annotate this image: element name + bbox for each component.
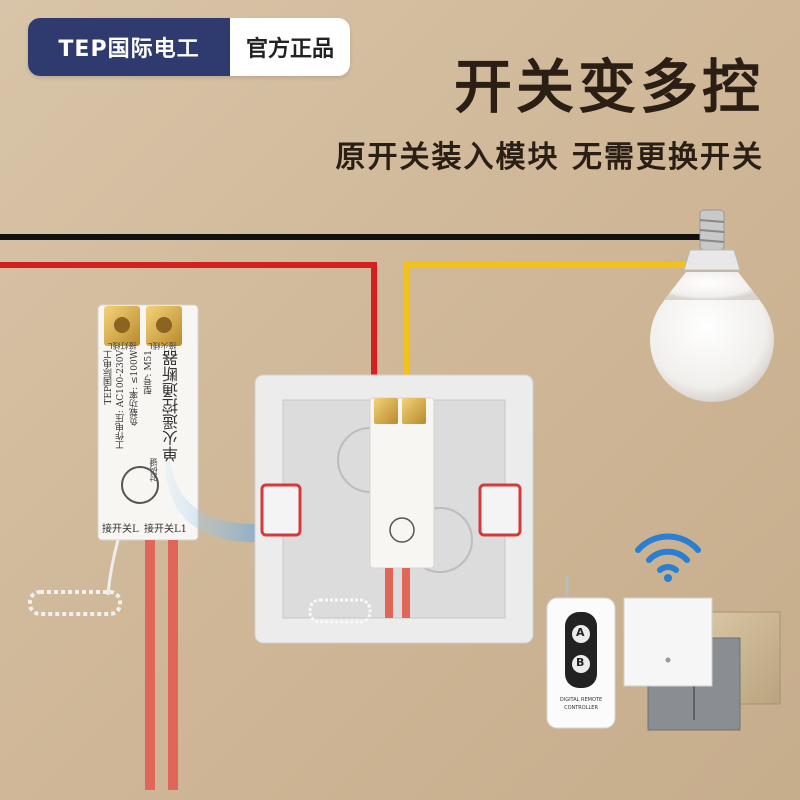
- remote-button-b: [572, 655, 590, 673]
- antenna-coil: [28, 590, 122, 616]
- yellow-wire: [403, 262, 700, 380]
- remote-label-a: A: [576, 626, 585, 639]
- module-voltage: 工作电压: AC100-230V: [116, 350, 126, 450]
- brand-badge: TEP国际电工 官方正品: [28, 18, 350, 76]
- module-name: 单火遥控通断器: [162, 350, 181, 462]
- terminal-right: 接开关L1: [144, 524, 188, 535]
- headline-title: 开关变多控: [453, 53, 764, 121]
- wires: [0, 234, 712, 380]
- remote-button-a: [572, 625, 590, 643]
- module-maker: TEP国际电工: [104, 350, 114, 405]
- module-load: 负载功率: ≤100W: [130, 350, 140, 426]
- terminal-left: 接开关L: [102, 524, 139, 535]
- wall-switches: [623, 597, 781, 731]
- remote-brand-2: CONTROLLER: [564, 705, 598, 711]
- remote-label-b: B: [576, 656, 585, 669]
- headline-subtitle: 原开关装入模块 无需更换开关: [335, 140, 764, 175]
- pair-label: 对码键: [149, 458, 158, 482]
- brand-name: TEP国际电工: [28, 18, 230, 76]
- module-model: 型号: M51: [144, 350, 154, 395]
- wifi-icon: [635, 533, 701, 582]
- red-wire: [0, 262, 377, 380]
- remote-brand-1: DIGITAL REMOTE: [559, 697, 603, 703]
- junction-box: [254, 374, 534, 644]
- bulb-icon: [650, 209, 774, 402]
- official-label: 官方正品: [245, 37, 334, 62]
- terminal-top-right: 接火线L: [148, 341, 177, 350]
- terminal-top-left: 接灯线L: [108, 341, 137, 350]
- module-text: 单火遥控通断器 型号: M51 负载功率: ≤100W 工作电压: AC100-…: [102, 350, 194, 470]
- remote-control: [546, 576, 616, 729]
